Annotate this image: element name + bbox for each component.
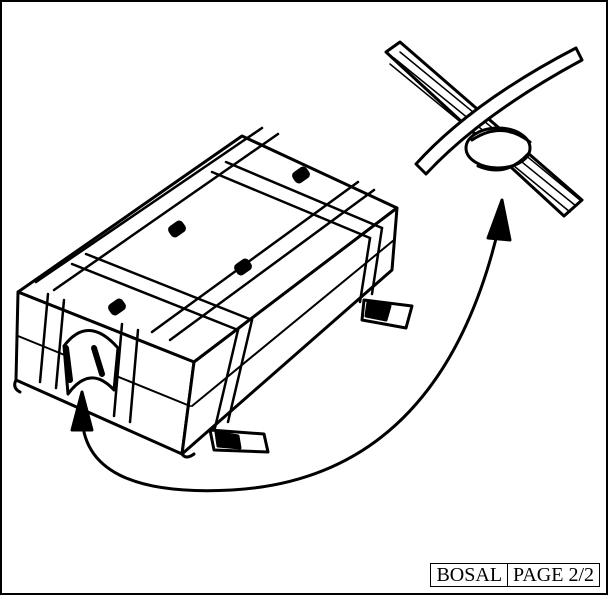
page-footer: BOSAL PAGE 2/2 <box>430 563 600 587</box>
curved-arrow-drawing <box>70 198 512 493</box>
knot-detail-drawing <box>384 40 584 218</box>
strapped-box-drawing <box>13 126 414 459</box>
brand-label: BOSAL <box>436 564 503 586</box>
page-number: PAGE 2/2 <box>507 564 599 586</box>
